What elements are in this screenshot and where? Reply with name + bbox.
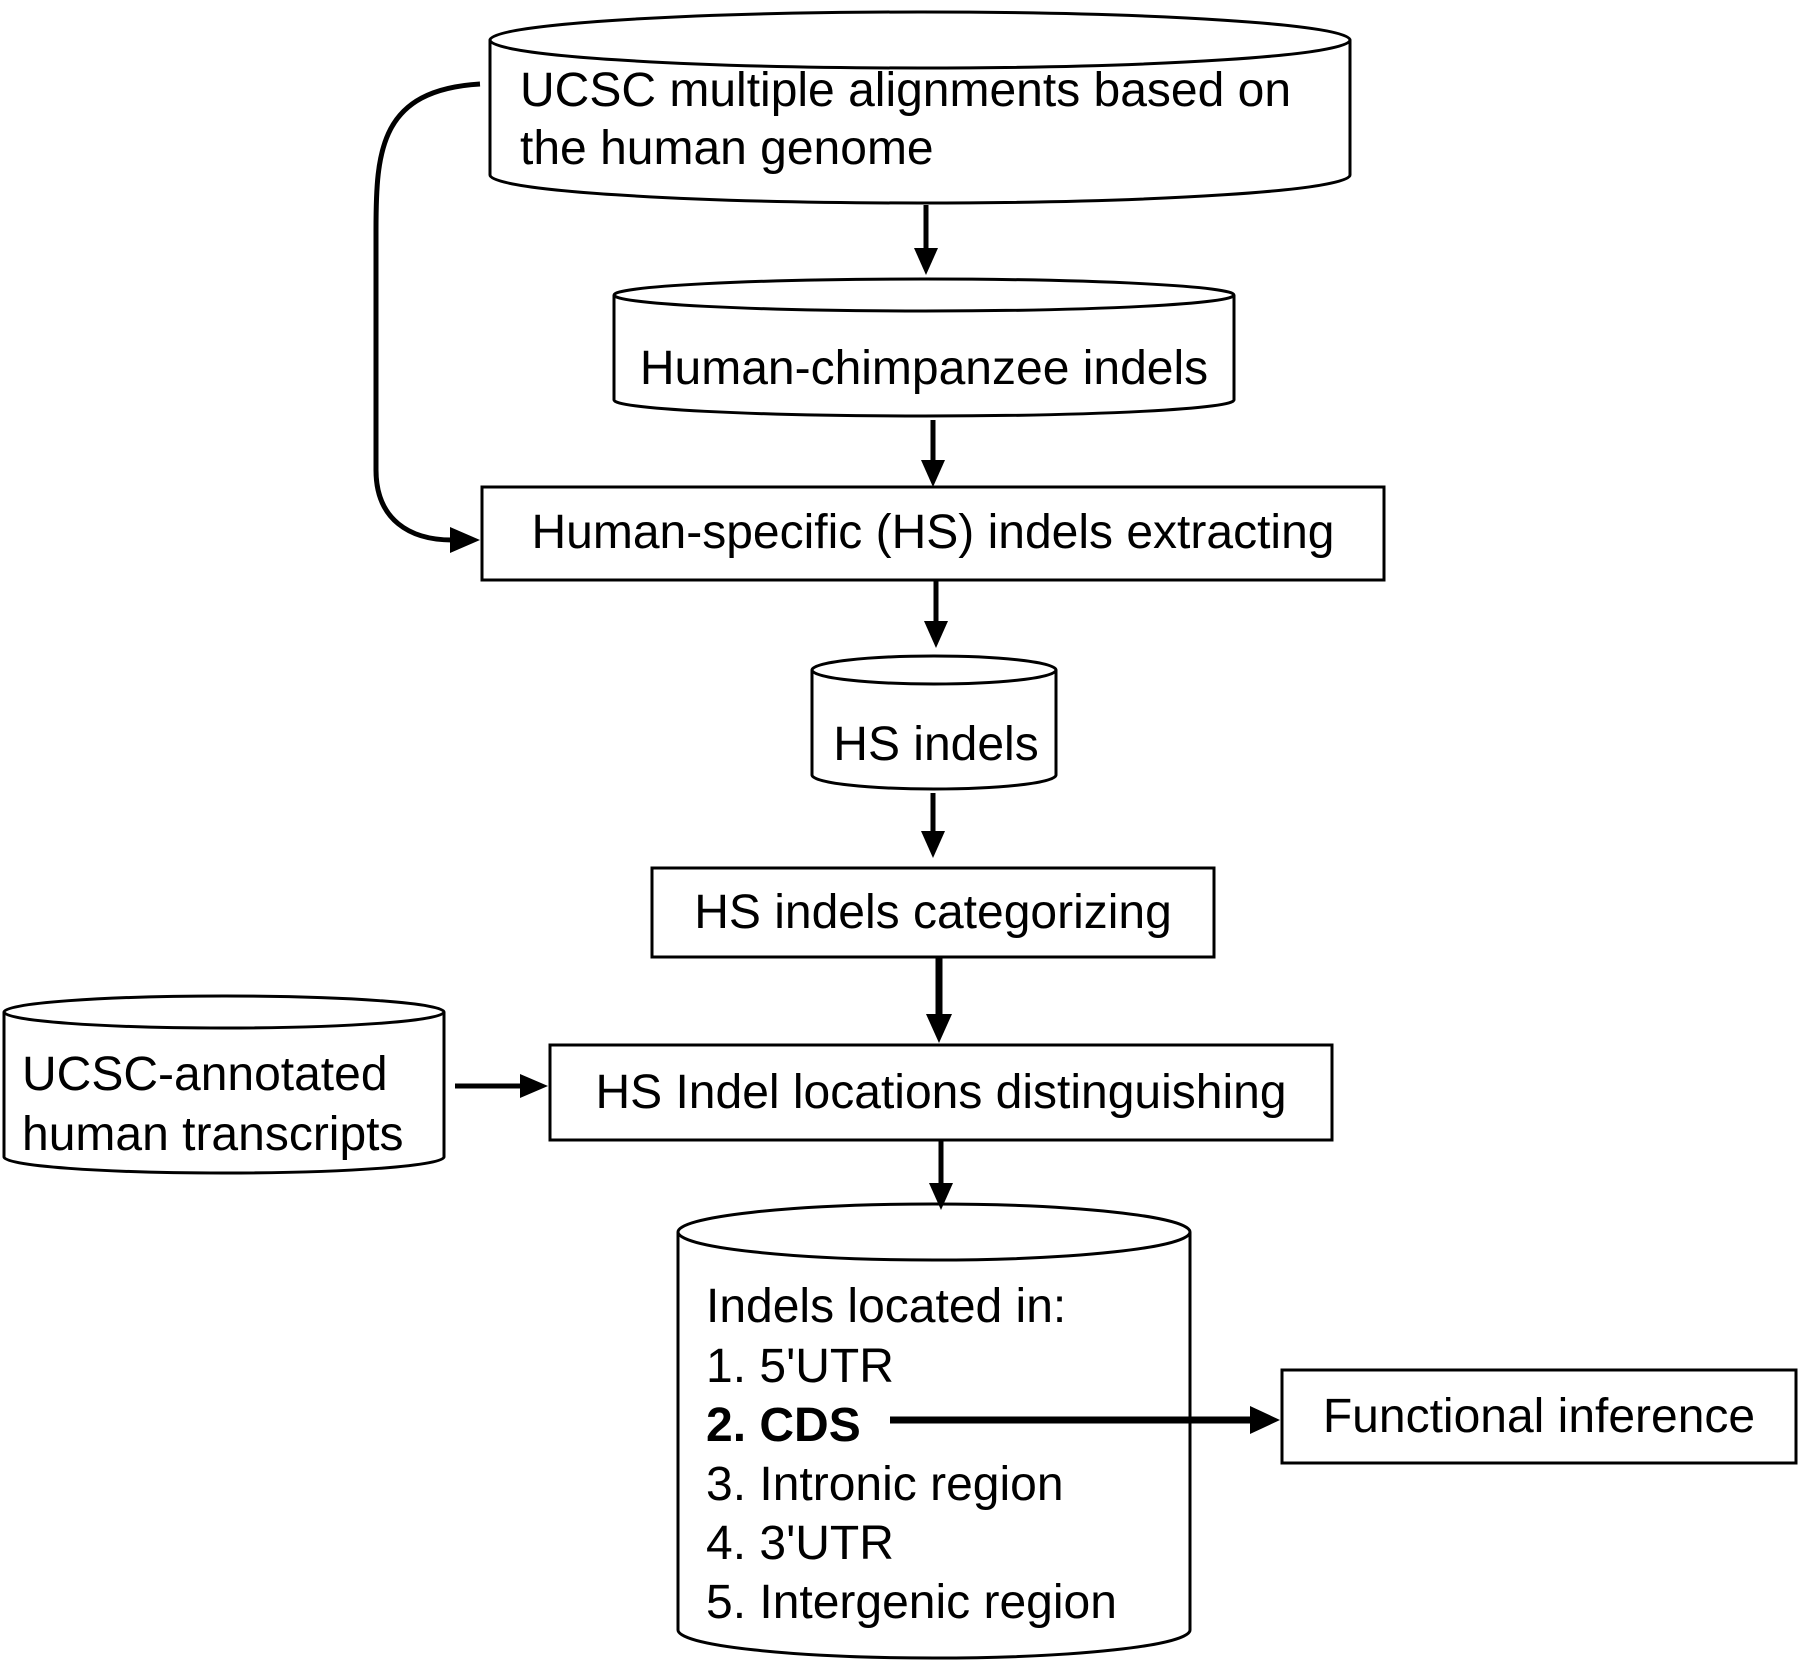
node-hs-categorizing: HS indels categorizing <box>650 866 1216 959</box>
cylinder-shape <box>2 994 446 1175</box>
node-ucsc-alignments-line2: the human genome <box>520 122 934 175</box>
cylinder-top-rim <box>488 39 1352 70</box>
indel-region-item-highlighted: 2. CDS <box>706 1399 861 1452</box>
node-hs-indels-label: HS indels <box>833 718 1038 771</box>
cylinder-top-rim <box>676 1231 1192 1262</box>
node-ucsc-transcripts-line2: human transcripts <box>22 1108 404 1161</box>
node-hs-locations: HS Indel locations distinguishing <box>548 1043 1334 1142</box>
cylinder-top-rim <box>2 1011 446 1030</box>
node-hs-indels: HS indels <box>810 654 1058 791</box>
arrow-categorizing-to-locations <box>926 957 952 1043</box>
node-hs-locations-label: HS Indel locations distinguishing <box>595 1066 1286 1119</box>
node-human-chimp-indels: Human-chimpanzee indels <box>612 277 1236 418</box>
node-functional-inference: Functional inference <box>1280 1368 1798 1465</box>
indel-region-item: 1. 5'UTR <box>706 1340 894 1393</box>
process-box <box>548 1043 1334 1142</box>
node-ucsc-transcripts: UCSC-annotated human transcripts <box>2 994 446 1175</box>
arrow-cds-to-functional-inference <box>890 1406 1280 1434</box>
node-hs-extracting-label: Human-specific (HS) indels extracting <box>532 506 1335 559</box>
node-ucsc-transcripts-line1: UCSC-annotated <box>22 1048 388 1101</box>
arrow-alignments-to-chimp-indels <box>914 205 938 275</box>
node-hs-extracting: Human-specific (HS) indels extracting <box>480 485 1386 582</box>
node-hs-categorizing-label: HS indels categorizing <box>694 886 1172 939</box>
node-functional-inference-label: Functional inference <box>1323 1390 1755 1443</box>
arrow-chimp-indels-to-extracting <box>921 420 945 487</box>
arrow-alignments-to-extracting-bypass <box>373 81 481 553</box>
cylinder-shape <box>810 654 1058 791</box>
node-ucsc-alignments-line1: UCSC multiple alignments based on <box>520 64 1291 117</box>
indel-region-item: 4. 3'UTR <box>706 1517 894 1570</box>
cylinder-shape <box>612 277 1236 418</box>
node-indel-regions: Indels located in: 1. 5'UTR 2. CDS 3. In… <box>676 1202 1192 1660</box>
arrow-locations-to-indel-regions <box>929 1140 953 1210</box>
process-box <box>650 866 1216 959</box>
arrow-hs-indels-to-categorizing <box>921 793 945 858</box>
indel-region-item: 3. Intronic region <box>706 1458 1064 1511</box>
node-ucsc-alignments: UCSC multiple alignments based on the hu… <box>488 10 1352 205</box>
indel-region-item: 5. Intergenic region <box>706 1576 1117 1629</box>
cylinder-shape <box>676 1202 1192 1660</box>
cylinder-top-rim <box>810 669 1058 686</box>
process-box <box>1280 1368 1798 1465</box>
indel-regions-heading: Indels located in: <box>706 1280 1066 1333</box>
arrow-transcripts-to-locations <box>455 1074 548 1098</box>
arrow-extracting-to-hs-indels <box>924 580 948 648</box>
node-human-chimp-indels-label: Human-chimpanzee indels <box>640 342 1208 395</box>
cylinder-top-rim <box>612 294 1236 313</box>
process-box <box>480 485 1386 582</box>
